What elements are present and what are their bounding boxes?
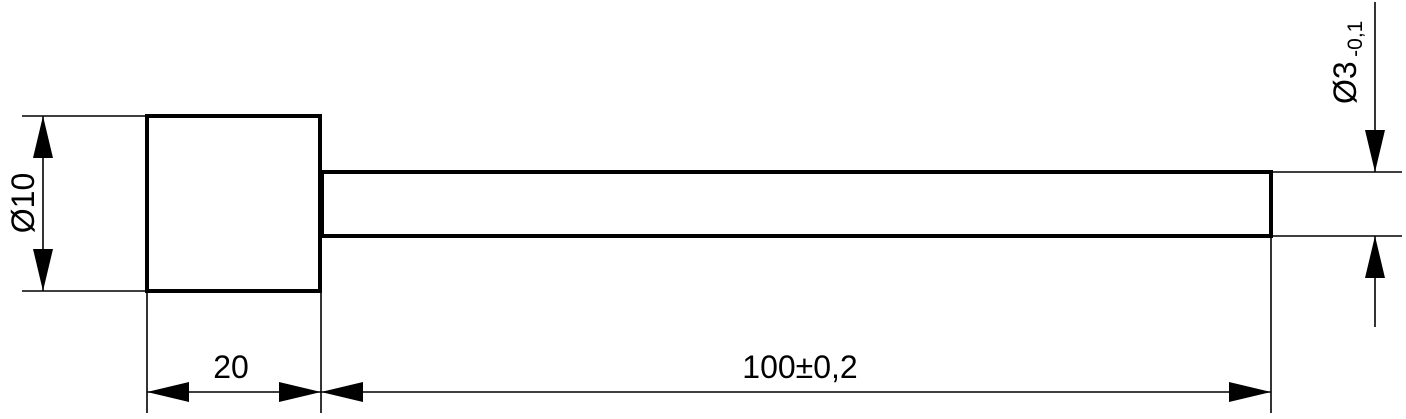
pin-length-dimension: 100±0,2 [321,236,1272,413]
part-outline [145,114,1273,293]
head-length-dimension: 20 [146,291,322,413]
head-cylinder [145,114,322,293]
pin-diameter-dimension: Ø3 -0,1 [1271,2,1402,327]
pin-diameter-label: Ø3 -0,1 [1327,21,1367,104]
arrowhead-bottom [33,249,53,291]
arrowhead-left [147,382,189,402]
head-diameter-dimension: Ø10 [5,115,147,292]
pin-diameter-value: Ø3 [1327,61,1363,104]
arrowhead-left [321,382,363,402]
arrowhead-right [1229,382,1271,402]
pin-length-label: 100±0,2 [742,349,857,385]
head-length-label: 20 [213,349,249,385]
head-diameter-label: Ø10 [5,173,41,233]
arrowhead-top [33,116,53,158]
arrowhead-top [1365,130,1385,172]
arrowhead-right [279,382,321,402]
pin-shaft [320,170,1273,238]
arrowhead-bottom [1365,236,1385,278]
pin-diameter-tolerance: -0,1 [1344,21,1367,57]
